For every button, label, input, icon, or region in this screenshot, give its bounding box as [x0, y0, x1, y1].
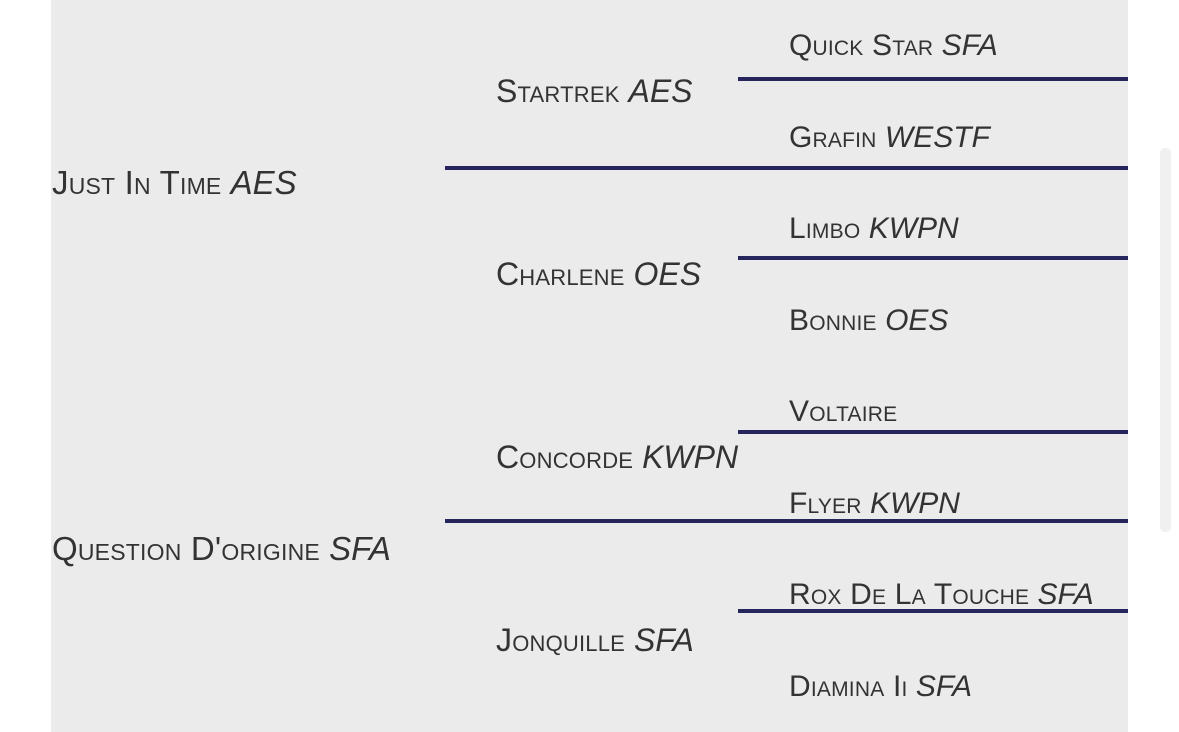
animal-breed: KWPN	[642, 438, 739, 475]
animal-breed: KWPN	[868, 212, 959, 245]
animal-label: Jonquille SFA	[496, 621, 694, 658]
pedigree-cell-g3-4[interactable]: Bonnie OES	[737, 275, 1128, 367]
animal-name: Limbo	[789, 212, 861, 245]
pedigree-cell-g2-3[interactable]: Concorde KWPN	[444, 366, 739, 549]
pedigree-connector-g3-1	[738, 77, 1128, 81]
generation-column-2: Startrek AES Charlene OES Concorde KWPN …	[444, 0, 739, 732]
vertical-scrollbar-track[interactable]	[1160, 148, 1171, 532]
pedigree-cell-g2-4[interactable]: Jonquille SFA	[444, 549, 737, 732]
pedigree-cell-g3-6[interactable]: Flyer KWPN	[737, 458, 1128, 550]
animal-name: Voltaire	[789, 395, 898, 428]
animal-label: Rox De La Touche SFA	[789, 579, 1094, 611]
animal-name: Jonquille	[496, 621, 626, 658]
animal-label: Charlene OES	[496, 255, 702, 292]
animal-name: Concorde	[496, 438, 634, 475]
pedigree-connector-g3-2	[738, 256, 1128, 260]
animal-breed: KWPN	[869, 486, 960, 520]
pedigree-connector-g3-3	[738, 430, 1128, 434]
animal-label: Startrek AES	[496, 72, 693, 109]
animal-name: Diamina Ii	[789, 669, 908, 703]
animal-label: Diamina Ii SFA	[789, 669, 972, 703]
pedigree-panel: Just In Time AES Question D'origine SFA …	[51, 0, 1128, 732]
animal-breed: OES	[885, 303, 949, 337]
pedigree-cell-g2-1[interactable]: Startrek AES	[444, 0, 737, 183]
animal-breed: AES	[628, 72, 693, 109]
animal-label: Flyer KWPN	[789, 486, 960, 520]
animal-name: Grafin	[789, 120, 877, 154]
animal-name: Question D'origine	[52, 529, 320, 567]
animal-label: Grafin WESTF	[789, 120, 990, 154]
animal-label: Just In Time AES	[52, 163, 297, 201]
animal-breed: SFA	[633, 621, 694, 658]
pedigree-cell-g2-2[interactable]: Charlene OES	[444, 183, 737, 366]
pedigree-cell-g1-2[interactable]: Question D'origine SFA	[51, 366, 444, 732]
pedigree-cell-g1-1[interactable]: Just In Time AES	[51, 0, 444, 366]
animal-breed: SFA	[1037, 578, 1094, 611]
pedigree-cell-g3-7[interactable]: Rox De La Touche SFA	[737, 549, 1128, 641]
pedigree-cell-g3-8[interactable]: Diamina Ii SFA	[737, 641, 1128, 732]
vertical-scrollbar-thumb[interactable]	[1160, 148, 1171, 532]
animal-name: Bonnie	[789, 303, 877, 337]
animal-name: Just In Time	[52, 163, 222, 201]
animal-label: Voltaire	[789, 396, 897, 428]
generation-column-3: Quick Star SFA Grafin WESTF Limbo KWPN B…	[737, 0, 1128, 732]
animal-breed: SFA	[329, 529, 391, 567]
pedigree-cell-g3-3[interactable]: Limbo KWPN	[737, 183, 1128, 275]
animal-breed: SFA	[915, 669, 972, 703]
pedigree-connector-g3-4	[738, 609, 1128, 613]
animal-breed: SFA	[941, 29, 998, 62]
animal-breed: OES	[633, 255, 702, 292]
pedigree-cell-g3-1[interactable]: Quick Star SFA	[737, 0, 1128, 92]
animal-breed: WESTF	[884, 120, 990, 154]
generation-column-1: Just In Time AES Question D'origine SFA	[51, 0, 444, 732]
animal-label: Limbo KWPN	[789, 213, 959, 245]
pedigree-cell-g3-5[interactable]: Voltaire	[737, 366, 1128, 458]
animal-name: Rox De La Touche	[789, 578, 1030, 611]
animal-label: Concorde KWPN	[496, 438, 739, 475]
animal-label: Question D'origine SFA	[52, 529, 391, 567]
animal-name: Startrek	[496, 72, 620, 109]
animal-name: Quick Star	[789, 29, 934, 62]
animal-label: Quick Star SFA	[789, 30, 998, 62]
animal-label: Bonnie OES	[789, 303, 949, 337]
animal-breed: AES	[230, 163, 297, 201]
animal-name: Charlene	[496, 255, 625, 292]
pedigree-connector-g2-1	[445, 166, 1128, 170]
pedigree-connector-g2-2	[445, 519, 1128, 523]
pedigree-cell-g3-2[interactable]: Grafin WESTF	[737, 92, 1128, 184]
animal-name: Flyer	[789, 486, 862, 520]
